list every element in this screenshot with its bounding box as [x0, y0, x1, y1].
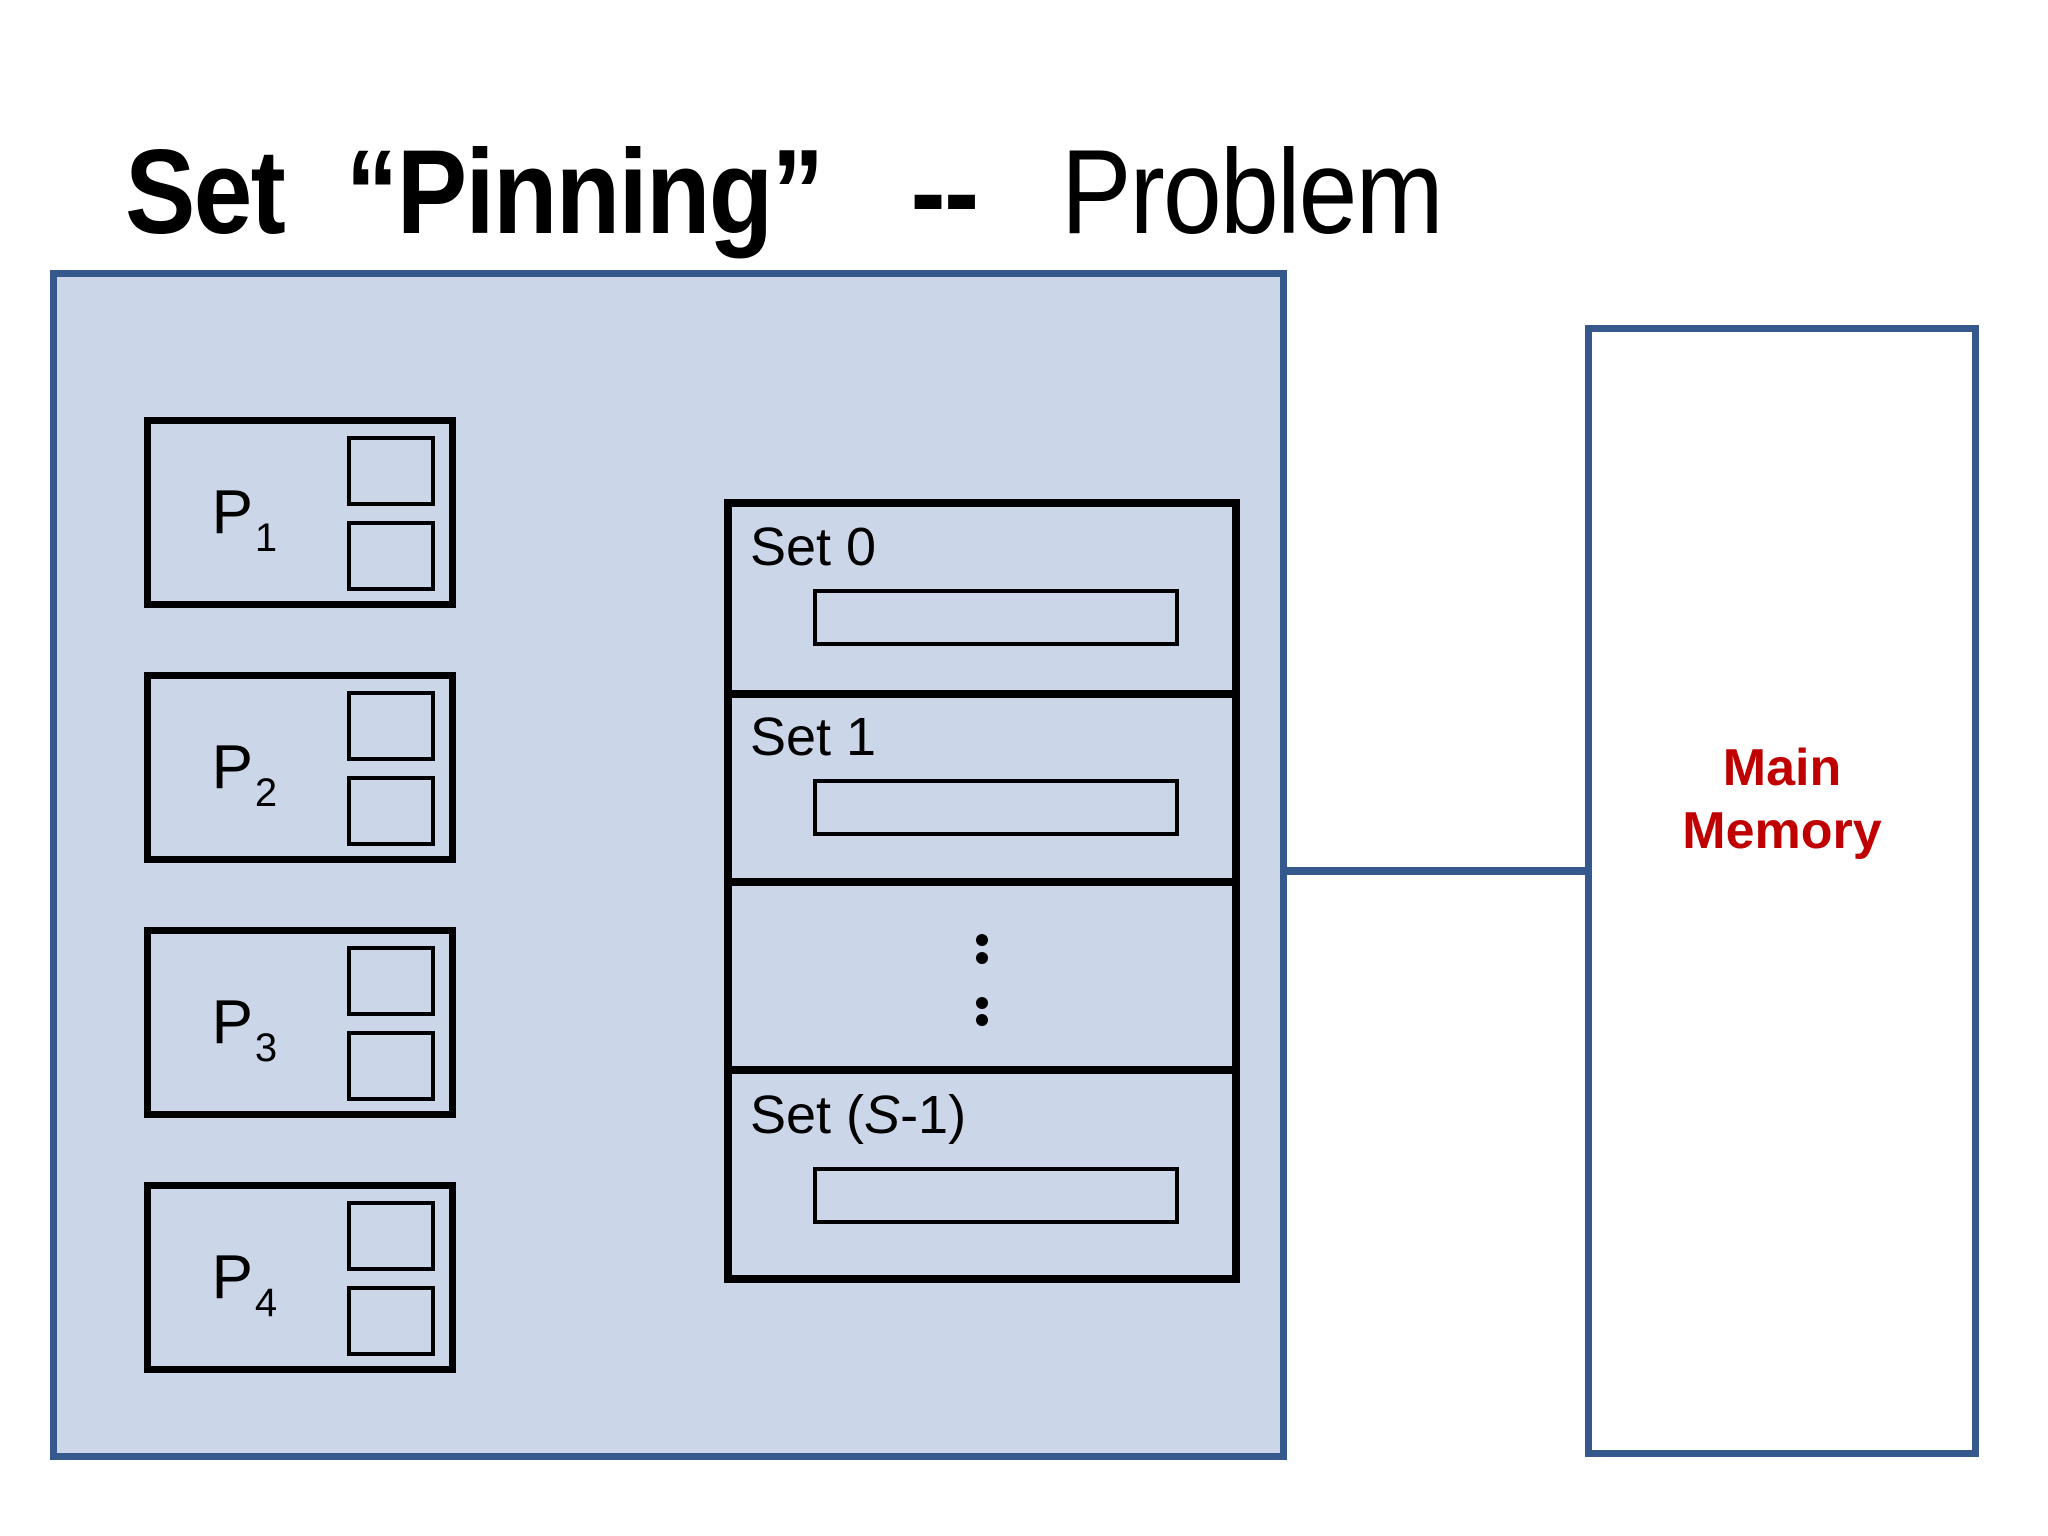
ellipsis-dot	[976, 1014, 988, 1026]
cache-block	[347, 436, 435, 506]
slide-title: Set“Pinning”--Problem	[125, 129, 1444, 255]
cache-block	[347, 521, 435, 591]
processor-box-p1: P1	[144, 417, 456, 608]
bus-connector-line	[1283, 867, 1589, 875]
cache-block	[347, 776, 435, 846]
set-s-minus-1-way-bar	[813, 1167, 1179, 1224]
processor-label-p1: P1	[151, 424, 336, 601]
processor-label-p2: P2	[151, 679, 336, 856]
set1-label: Set 1	[750, 707, 877, 767]
title-word-set: Set	[125, 125, 286, 259]
cache-block	[347, 1031, 435, 1101]
ellipsis-dot	[976, 997, 988, 1009]
processor-box-p2: P2	[144, 672, 456, 863]
processor-p3-base: P	[211, 988, 253, 1057]
processor-p3-subscript: 3	[254, 1026, 278, 1070]
processor-box-p3: P3	[144, 927, 456, 1118]
cache-block	[347, 1286, 435, 1356]
title-word-problem: Problem	[1060, 125, 1444, 259]
ellipsis-dot	[976, 934, 988, 946]
processor-p1-subscript: 1	[254, 516, 278, 560]
processor-p1-base: P	[211, 478, 253, 547]
processor-p4-subscript: 4	[254, 1281, 278, 1325]
processor-p2-base: P	[211, 733, 253, 802]
set-s-prefix: Set (	[750, 1085, 865, 1145]
set0-way-bar	[813, 589, 1179, 646]
processor-box-p4: P4	[144, 1182, 456, 1373]
main-memory-line2: Memory	[1682, 802, 1882, 861]
set-divider	[732, 690, 1232, 698]
cache-block	[347, 946, 435, 1016]
ellipsis-dot	[976, 952, 988, 964]
main-memory-label: Main Memory	[1592, 737, 1972, 864]
set-s-minus-1-label: Set (S-1)	[750, 1083, 966, 1148]
processor-label-p4: P4	[151, 1189, 336, 1366]
main-memory-line1: Main	[1722, 739, 1842, 797]
set-s-variable: S	[864, 1085, 901, 1145]
cache-cluster-box: P1 P2 P3 P4	[50, 270, 1287, 1460]
title-dash: --	[910, 125, 980, 259]
cache-block	[347, 1201, 435, 1271]
processor-p4-base: P	[211, 1243, 253, 1312]
set0-label: Set 0	[750, 517, 877, 577]
processor-p2-subscript: 2	[254, 771, 278, 815]
set-divider	[732, 878, 1232, 886]
main-memory-box: Main Memory	[1585, 325, 1979, 1457]
set1-way-bar	[813, 779, 1179, 836]
cache-block	[347, 691, 435, 761]
set-s-suffix: -1)	[900, 1085, 967, 1145]
processor-label-p3: P3	[151, 934, 336, 1111]
set-array-box: Set 0 Set 1 Set (S-1)	[724, 499, 1240, 1283]
title-word-pinning: “Pinning”	[345, 125, 825, 259]
set-divider	[732, 1066, 1232, 1074]
